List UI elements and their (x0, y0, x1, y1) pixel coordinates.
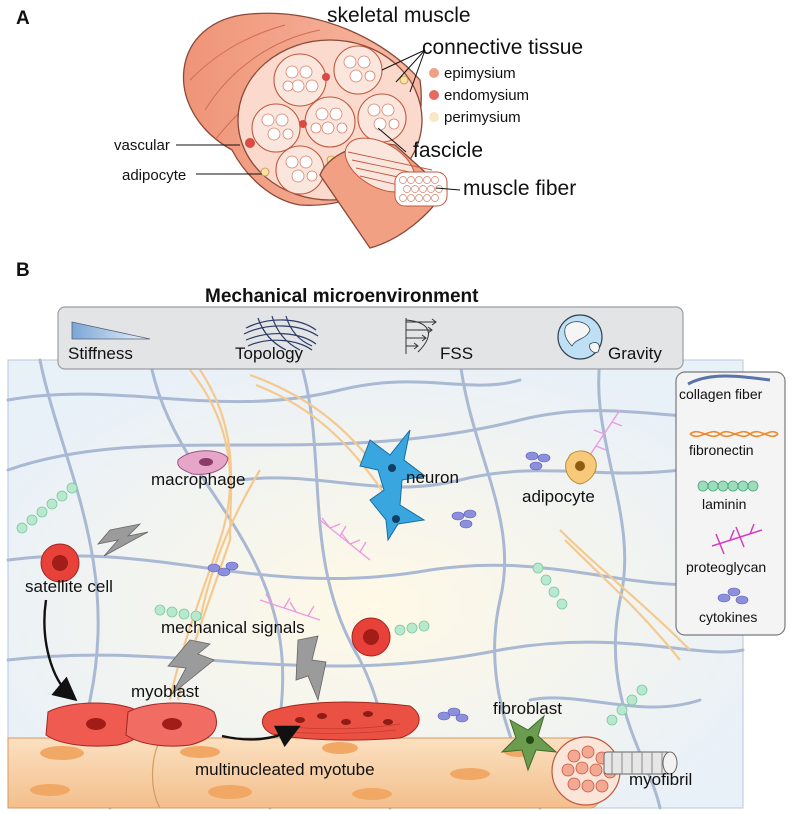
fibroblast-cell (500, 714, 558, 772)
panel-a-letter: A (16, 8, 30, 29)
legend-cytokine-swatch (717, 587, 749, 605)
legend-collagen-swatch (687, 374, 771, 386)
topology-icon (243, 315, 319, 351)
label-connective-tissue: connective tissue (422, 36, 583, 59)
panel-b-letter: B (16, 260, 30, 281)
cue-fss: FSS (440, 344, 473, 363)
label-fascicle: fascicle (413, 139, 483, 162)
myotube-fiber (7, 736, 678, 809)
label-myofibril: myofibril (629, 770, 692, 789)
legend-laminin: laminin (702, 496, 746, 512)
laminin-chains (16, 482, 648, 726)
label-adipocyte-b: adipocyte (522, 487, 595, 506)
endomysium-swatch (429, 90, 439, 100)
legend-collagen-fiber: collagen fiber (679, 386, 763, 402)
label-endomysium: endomysium (444, 87, 529, 104)
fusing-myotube (262, 701, 420, 741)
label-mechanical-signals: mechanical signals (161, 618, 305, 637)
label-myoblast: myoblast (131, 682, 199, 701)
label-skeletal-muscle: skeletal muscle (327, 4, 471, 27)
mechanical-cue-bar (57, 306, 684, 370)
stiffness-icon (71, 321, 151, 340)
label-adipocyte-a: adipocyte (122, 167, 186, 184)
legend-cytokines: cytokines (699, 609, 757, 625)
label-perimysium: perimysium (444, 109, 521, 126)
cytokine-clusters (207, 451, 551, 723)
gravity-icon (557, 314, 603, 360)
myoblast-cells (45, 702, 217, 747)
macrophage-cell (177, 450, 229, 475)
muscle-illustration (182, 12, 448, 249)
epimysium-swatch (429, 68, 439, 78)
label-fibroblast: fibroblast (493, 699, 562, 718)
legend-fibronectin: fibronectin (689, 442, 754, 458)
label-multinucleated-myotube: multinucleated myotube (195, 760, 375, 779)
component-legend: collagen fiber fibronectin laminin prote… (675, 371, 786, 636)
satellite-cell (40, 543, 80, 583)
cue-stiffness: Stiffness (68, 344, 133, 363)
label-satellite-cell: satellite cell (25, 577, 113, 596)
legend-proteoglycan: proteoglycan (686, 559, 766, 575)
connective-tissue-leader-lines (176, 49, 461, 191)
label-neuron: neuron (406, 468, 459, 487)
legend-proteoglycan-swatch (711, 523, 763, 555)
perimysium-swatch (429, 112, 439, 122)
cue-gravity: Gravity (608, 344, 662, 363)
quiescent-cell (351, 617, 391, 657)
cue-topology: Topology (235, 344, 304, 363)
label-macrophage: macrophage (151, 470, 246, 489)
label-muscle-fiber: muscle fiber (463, 177, 576, 200)
label-vascular: vascular (114, 137, 170, 154)
legend-fibronectin-swatch (689, 430, 779, 438)
fss-icon (405, 318, 437, 354)
legend-laminin-swatch (697, 480, 759, 492)
adipocyte-cell (565, 450, 597, 485)
panel-b-title: Mechanical microenvironment (205, 286, 479, 307)
label-epimysium: epimysium (444, 65, 516, 82)
differentiation-arrows (43, 599, 301, 748)
neuron-cell (359, 429, 427, 542)
mechanical-signal-bolts (96, 523, 327, 702)
